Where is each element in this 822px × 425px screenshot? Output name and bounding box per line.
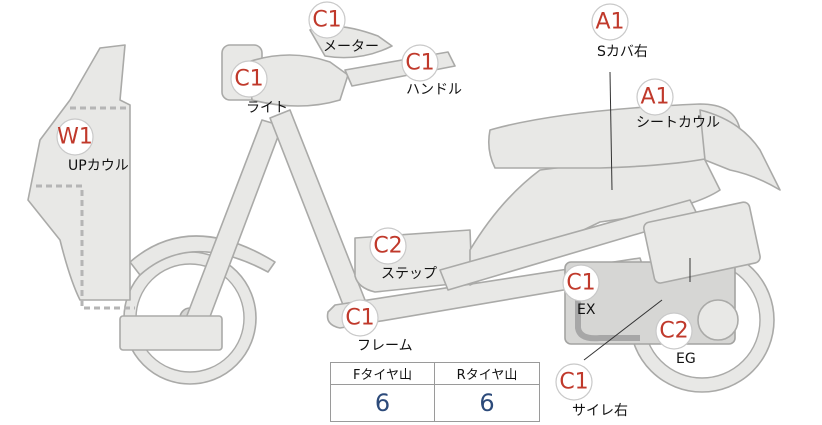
handlebar — [344, 51, 456, 87]
grade-ex: C1 — [566, 271, 595, 296]
grade-meter: C1 — [312, 8, 341, 33]
label-frame: フレーム — [357, 338, 413, 354]
label-handle: ハンドル — [406, 82, 462, 98]
marker-ex: C1 EX — [562, 264, 600, 318]
marker-meter: C1 メーター — [308, 1, 379, 55]
marker-light: C1 ライト — [230, 60, 288, 116]
label-s-cover-right: Sカバ右 — [597, 44, 648, 60]
label-eg: EG — [676, 351, 696, 367]
side-leader — [583, 299, 663, 361]
s-cover-leader — [609, 71, 613, 191]
marker-step: C2 ステップ — [369, 227, 437, 282]
marker-handle: C1 ハンドル — [401, 44, 462, 98]
grade-up-cowl: W1 — [57, 125, 93, 150]
front-tire-header: Fタイヤ山 — [331, 363, 435, 385]
frame-stem — [269, 109, 366, 311]
label-meter: メーター — [323, 39, 379, 55]
floor-panel — [119, 315, 223, 351]
front-tire-value: 6 — [331, 385, 435, 421]
marker-side-right: C1 サイレ右 — [555, 363, 628, 419]
grade-handle: C1 — [405, 51, 434, 76]
label-seat-cowl: シートカウル — [636, 115, 720, 131]
marker-s-cover-right: A1 Sカバ右 — [591, 3, 648, 60]
rear-tire-header: Rタイヤ山 — [435, 363, 539, 385]
seat-cowl-tail — [699, 109, 781, 191]
label-side-right: サイレ右 — [572, 403, 628, 419]
label-step: ステップ — [381, 266, 437, 282]
exhaust-pipe — [575, 268, 640, 342]
label-up-cowl: UPカウル — [68, 158, 129, 174]
marker-up-cowl: W1 UPカウル — [56, 118, 129, 174]
grade-eg: C2 — [659, 319, 688, 344]
marker-seat-cowl: A1 シートカウル — [636, 78, 720, 131]
grade-light: C1 — [234, 67, 263, 92]
tire-tread-table: Fタイヤ山 Rタイヤ山 6 6 — [330, 362, 540, 422]
label-ex: EX — [577, 302, 596, 318]
grade-s-cover-right: A1 — [595, 10, 624, 35]
front-fender — [129, 235, 276, 276]
marker-frame: C1 フレーム — [341, 299, 413, 354]
grade-frame: C1 — [345, 306, 374, 331]
rear-tire-value: 6 — [479, 389, 495, 417]
label-light: ライト — [246, 100, 288, 116]
grade-step: C2 — [373, 234, 402, 259]
grade-seat-cowl: A1 — [640, 85, 669, 110]
front-cowl-seam — [36, 106, 135, 310]
marker-eg: C2 EG — [655, 312, 696, 367]
grade-side-right: C1 — [559, 370, 588, 395]
engine — [564, 201, 761, 345]
